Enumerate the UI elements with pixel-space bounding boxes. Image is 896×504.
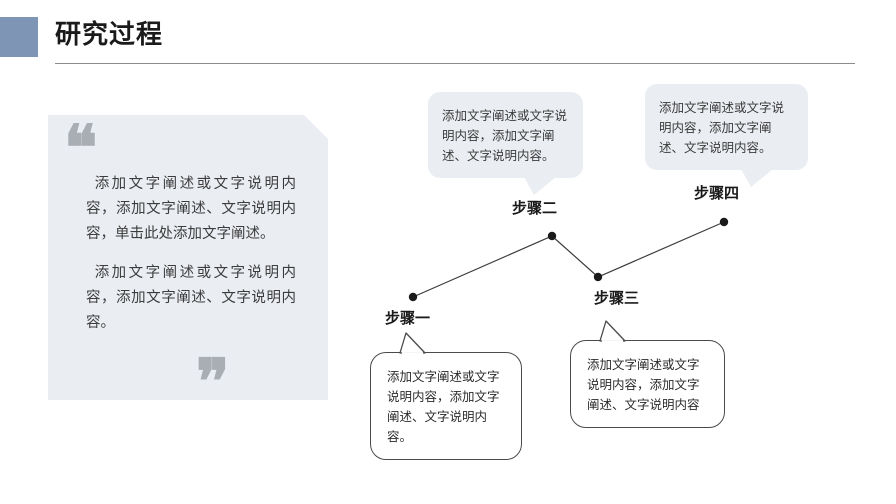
- quote-open-icon: ❝: [64, 115, 98, 183]
- chart-markers: [408, 217, 729, 302]
- step-label-one: 步骤一: [385, 311, 431, 327]
- callout-tail-icon-step-three: [599, 320, 626, 342]
- step-label-four: 步骤四: [694, 186, 740, 202]
- callout-text: 添加文字阐述或文字说明内容，添加文字阐述、文字说明内容: [587, 358, 700, 412]
- quote-paragraph: 添加文字阐述或文字说明内容，添加文字阐述、文字说明内容。: [86, 265, 296, 331]
- chart-node-步骤四[interactable]: [719, 217, 729, 227]
- step-label-three: 步骤三: [594, 291, 640, 307]
- step-label-two: 步骤二: [512, 201, 558, 217]
- chart-node-步骤一[interactable]: [408, 292, 418, 302]
- quote-paragraph: 添加文字阐述或文字说明内容，添加文字阐述、文字说明内容，单击此处添加文字阐述。: [86, 176, 296, 242]
- callout-step-one[interactable]: 添加文字阐述或文字说明内容，添加文字阐述、文字说明内容。: [370, 352, 522, 460]
- chart-node-步骤三[interactable]: [593, 272, 603, 282]
- title-divider: [55, 63, 855, 64]
- callout-tail-icon-step-one: [399, 332, 426, 354]
- chart-node-步骤二[interactable]: [547, 231, 557, 241]
- callout-step-two[interactable]: 添加文字阐述或文字说明内容，添加文字阐述、文字说明内容。: [428, 92, 583, 195]
- callout-text: 添加文字阐述或文字说明内容，添加文字阐述、文字说明内容。: [659, 101, 785, 155]
- quote-panel: [48, 115, 328, 400]
- callout-tail-icon: [741, 169, 773, 187]
- callout-step-four[interactable]: 添加文字阐述或文字说明内容，添加文字阐述、文字说明内容。: [645, 84, 808, 187]
- quote-close-icon: ❞: [196, 349, 230, 417]
- page-title: 研究过程: [55, 20, 164, 49]
- callout-step-three[interactable]: 添加文字阐述或文字说明内容，添加文字阐述、文字说明内容: [570, 340, 725, 428]
- callout-tail-icon: [524, 177, 556, 195]
- chart-polyline: [412, 221, 725, 298]
- title-accent-block: [0, 17, 38, 57]
- callout-text: 添加文字阐述或文字说明内容，添加文字阐述、文字说明内容。: [387, 370, 500, 444]
- quote-text-block: 添加文字阐述或文字说明内容，添加文字阐述、文字说明内容，单击此处添加文字阐述。 …: [86, 172, 296, 336]
- callout-text: 添加文字阐述或文字说明内容，添加文字阐述、文字说明内容。: [442, 109, 568, 163]
